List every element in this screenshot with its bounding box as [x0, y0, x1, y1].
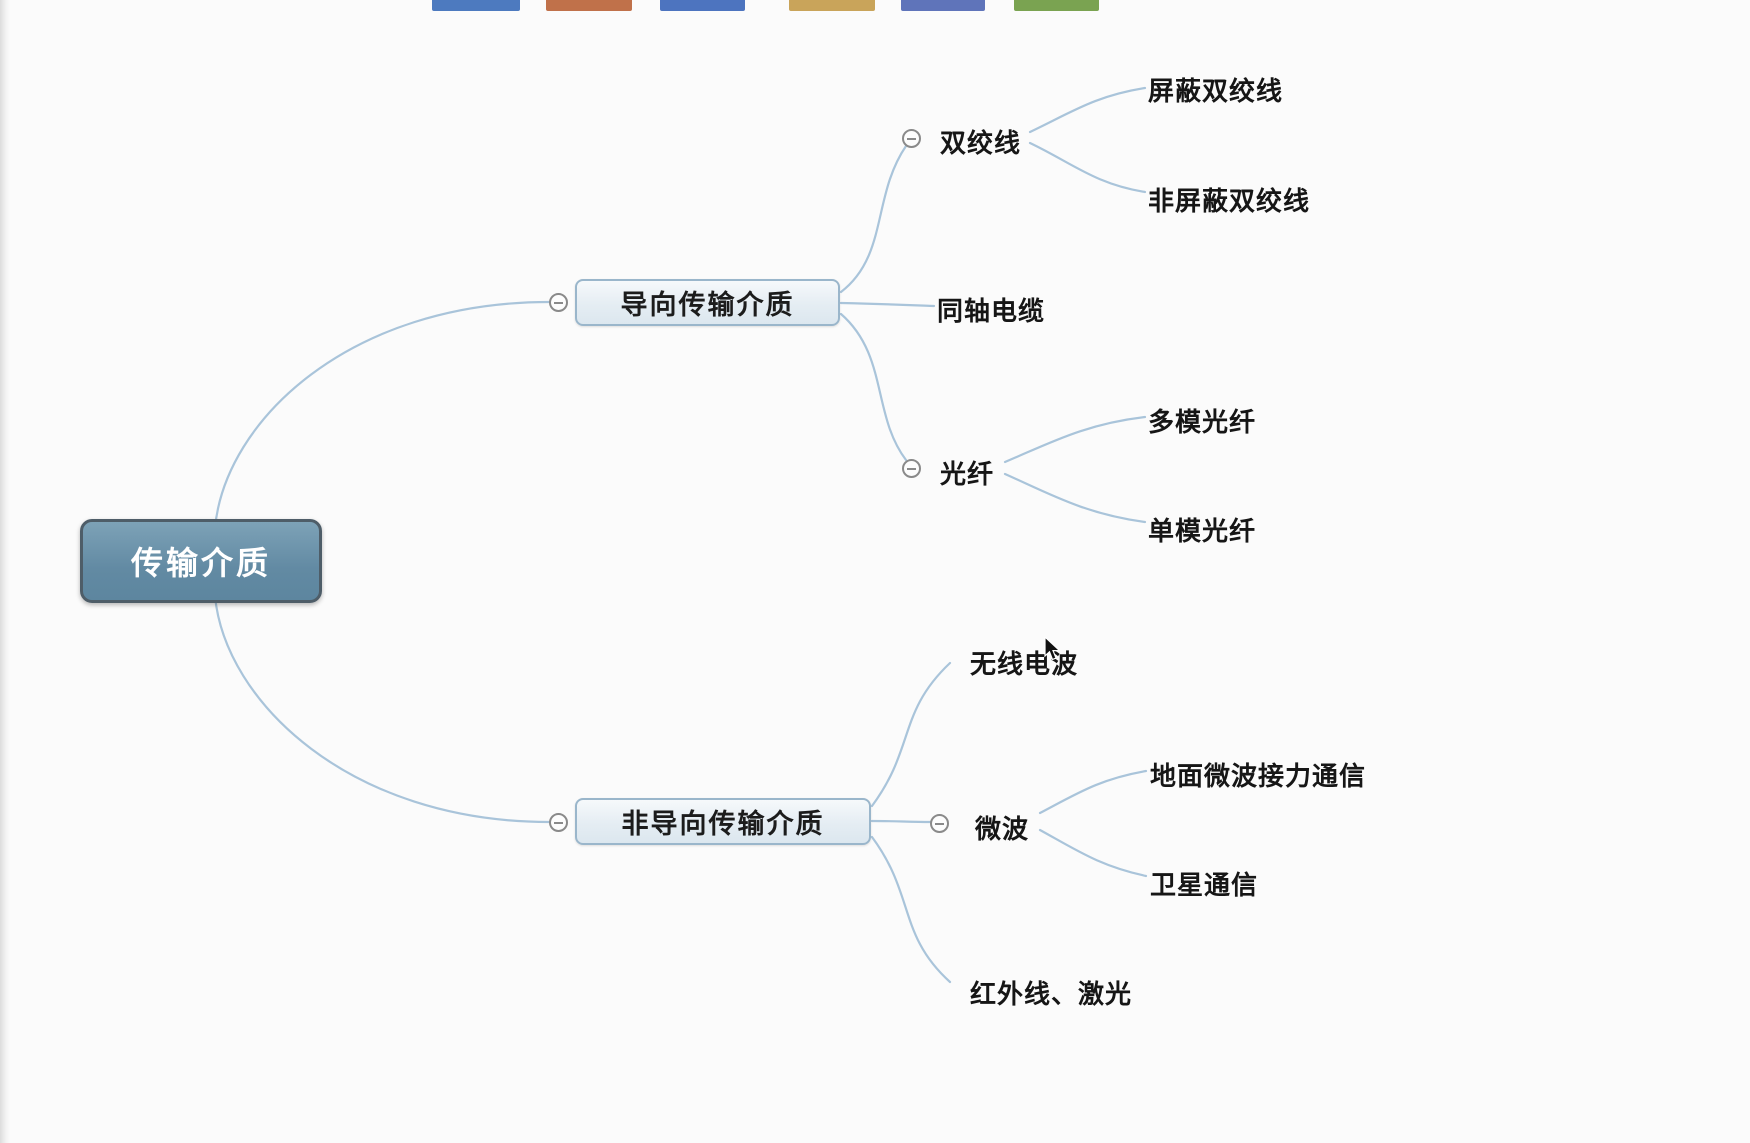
- topic-coaxial-cable[interactable]: 同轴电缆: [937, 297, 1046, 327]
- topic-microwave[interactable]: 微波: [975, 815, 1030, 845]
- connector-guided-to-fiber: [839, 312, 908, 462]
- topic-unguided-media-label: 非导向传输介质: [621, 809, 825, 840]
- collapse-button-twisted-pair[interactable]: [902, 129, 921, 148]
- topic-guided-media-label: 导向传输介质: [620, 290, 795, 321]
- topic-unshielded-twisted-pair[interactable]: 非屏蔽双绞线: [1148, 187, 1311, 217]
- topic-terrestrial-microwave-relay[interactable]: 地面微波接力通信: [1150, 762, 1367, 792]
- toolbar-fragment-4: [789, 0, 875, 11]
- root-topic[interactable]: 传输介质: [80, 519, 322, 603]
- toolbar-fragment-3: [660, 0, 745, 11]
- connector-twisted-to-unshielded: [1028, 141, 1147, 194]
- collapse-button-guided-media[interactable]: [549, 293, 568, 312]
- topic-unguided-media[interactable]: 非导向传输介质: [575, 798, 871, 845]
- toolbar-fragment-2: [546, 0, 632, 11]
- connector-root-to-unguided: [213, 594, 551, 824]
- toolbar-fragment-1: [432, 0, 520, 11]
- connector-fiber-to-multimode: [1003, 415, 1147, 464]
- toolbar-fragment-6: [1014, 0, 1099, 11]
- connector-twisted-to-shielded: [1028, 86, 1147, 134]
- topic-optical-fiber[interactable]: 光纤: [940, 460, 995, 490]
- topic-shielded-twisted-pair[interactable]: 屏蔽双绞线: [1148, 77, 1284, 107]
- topic-satellite-communication[interactable]: 卫星通信: [1150, 871, 1259, 901]
- connector-guided-to-twisted: [839, 144, 908, 294]
- connector-microwave-to-terrestrial: [1038, 769, 1148, 815]
- topic-twisted-pair[interactable]: 双绞线: [940, 129, 1022, 159]
- connector-unguided-to-microwave: [870, 819, 932, 824]
- collapse-button-unguided-media[interactable]: [549, 813, 568, 832]
- connector-microwave-to-satellite: [1038, 828, 1148, 878]
- connector-unguided-to-radio: [870, 661, 952, 808]
- connector-unguided-to-infrared: [870, 835, 952, 984]
- connector-root-to-guided: [213, 300, 551, 530]
- connector-guided-to-coax: [839, 301, 936, 308]
- topic-singlemode-fiber[interactable]: 单模光纤: [1148, 517, 1257, 547]
- root-topic-label: 传输介质: [130, 544, 271, 582]
- connector-fiber-to-singlemode: [1003, 472, 1147, 524]
- toolbar-fragment-5: [901, 0, 985, 11]
- collapse-button-microwave[interactable]: [930, 814, 949, 833]
- topic-radio-wave[interactable]: 无线电波: [970, 650, 1079, 680]
- topic-guided-media[interactable]: 导向传输介质: [575, 279, 840, 326]
- collapse-button-optical-fiber[interactable]: [902, 459, 921, 478]
- topic-infrared-laser[interactable]: 红外线、激光: [970, 980, 1133, 1010]
- topic-multimode-fiber[interactable]: 多模光纤: [1148, 408, 1257, 438]
